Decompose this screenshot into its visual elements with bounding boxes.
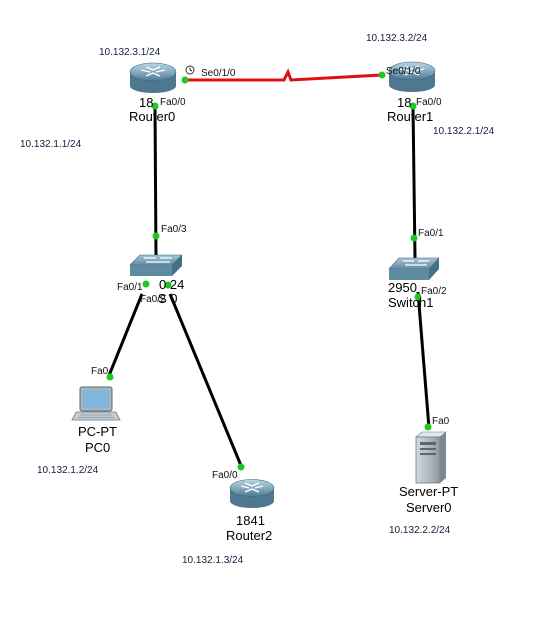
router0-device[interactable]: 18 Router0	[129, 62, 177, 124]
port-dot	[142, 280, 150, 288]
link-router1-switch1[interactable]	[411, 105, 417, 259]
router2-ip: 10.132.1.3/24	[182, 555, 244, 566]
switch0-device[interactable]: 0 24 S 0	[129, 254, 184, 306]
port-dot	[414, 293, 422, 301]
serial-link[interactable]	[185, 68, 383, 82]
switch0-fa02-port-label: Fa0/2	[140, 294, 166, 305]
router1-device[interactable]: 18 Router1	[387, 61, 436, 124]
switch0-fa01-port-label: Fa0/1	[117, 282, 143, 293]
pc0-model: PC-PT	[78, 424, 117, 439]
router2-model: 1841	[236, 513, 265, 528]
pc0-name: PC0	[85, 440, 110, 455]
router0-model: 18	[139, 95, 153, 110]
switch1-fa02-port-label: Fa0/2	[421, 286, 447, 297]
router2-fa-port-label: Fa0/0	[212, 470, 238, 481]
link-switch1-server0[interactable]	[416, 291, 431, 429]
server0-device[interactable]: Server-PT Server0	[399, 431, 458, 515]
router0-serial-ip: 10.132.3.1/24	[99, 47, 161, 58]
port-status-dots	[106, 71, 432, 471]
router1-fa-port-label: Fa0/0	[416, 97, 442, 108]
router1-model: 18	[397, 95, 411, 110]
switch0-name: S 0	[158, 291, 178, 306]
pc0-ip: 10.132.1.2/24	[37, 465, 99, 476]
links	[106, 68, 431, 469]
pc0-device[interactable]: PC-PT PC0	[71, 386, 121, 455]
switch1-device[interactable]: 2950 Switch1	[388, 257, 440, 310]
router0-name: Router0	[129, 109, 175, 124]
port-dot	[151, 102, 159, 110]
port-dot	[237, 463, 245, 471]
switch1-model: 2950	[388, 280, 417, 295]
port-dot	[106, 373, 114, 381]
router1-name: Router1	[387, 109, 433, 124]
switch1-name: Switch1	[388, 295, 434, 310]
switch1-fa01-port-label: Fa0/1	[418, 228, 444, 239]
switch0-fa03-port-label: Fa0/3	[161, 224, 187, 235]
router1-lan-ip: 10.132.2.1/24	[433, 126, 495, 137]
router1-serial-ip: 10.132.3.2/24	[366, 33, 428, 44]
pc-icon	[71, 386, 121, 421]
port-dot	[164, 281, 172, 289]
router-icon	[388, 61, 436, 92]
port-dot	[409, 102, 417, 110]
link-switch0-pc0[interactable]	[106, 293, 144, 379]
router1-serial-port-label: Se0/1/0	[386, 66, 421, 77]
server0-name: Server0	[406, 500, 452, 515]
router0-fa-port-label: Fa0/0	[160, 97, 186, 108]
port-labels: Se0/1/0 Se0/1/0 Fa0/0 Fa0/0 Fa0/3 Fa0/1 …	[91, 66, 450, 481]
switch0-model: 0 24	[159, 277, 184, 292]
port-dot	[152, 232, 160, 240]
server0-model: Server-PT	[399, 484, 458, 499]
port-dot	[424, 423, 432, 431]
server0-ip: 10.132.2.2/24	[389, 525, 451, 536]
router0-serial-port-label: Se0/1/0	[201, 68, 236, 79]
pc0-fa-port-label: Fa0	[91, 366, 109, 377]
server-icon	[415, 431, 447, 484]
port-dot	[181, 76, 189, 84]
port-dot	[410, 234, 418, 242]
ip-address-labels: 10.132.3.1/24 10.132.3.2/24 10.132.1.1/2…	[20, 33, 495, 566]
switch-icon	[388, 257, 440, 280]
router-icon	[129, 62, 177, 93]
router2-name: Router2	[226, 528, 272, 543]
server0-fa-port-label: Fa0	[432, 416, 450, 427]
router-icon	[229, 479, 275, 508]
router0-lan-ip: 10.132.1.1/24	[20, 139, 82, 150]
port-dot	[378, 71, 386, 79]
router2-device[interactable]: 1841 Router2	[226, 479, 275, 544]
switch-icon	[129, 254, 183, 276]
clock-icon	[185, 65, 195, 75]
link-switch0-router2[interactable]	[168, 293, 244, 469]
